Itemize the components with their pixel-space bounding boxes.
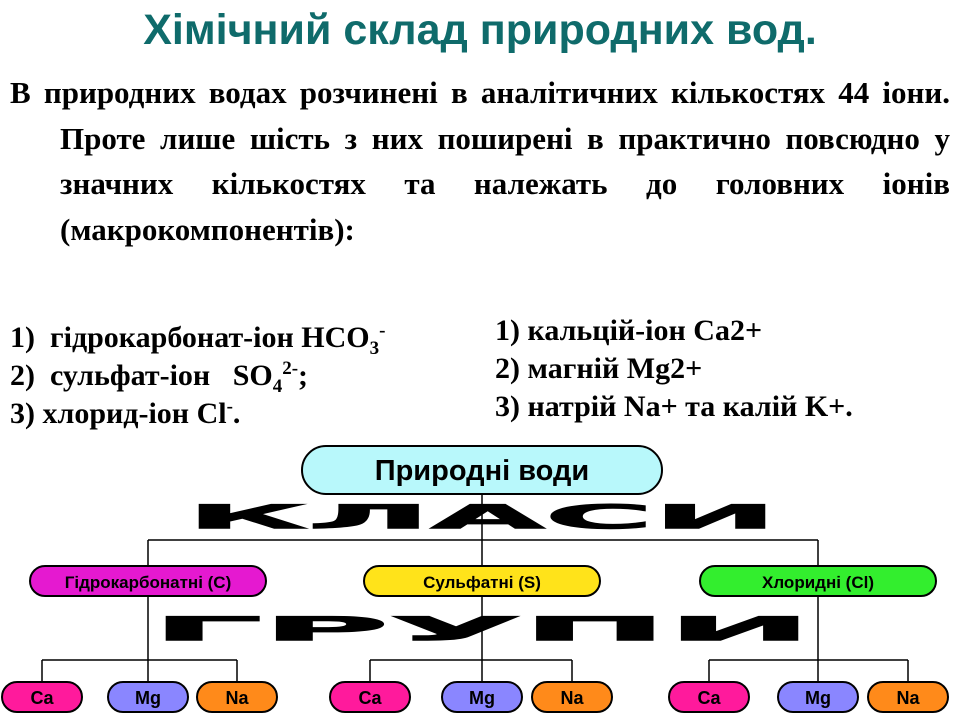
root-node bbox=[301, 445, 663, 495]
intro-paragraph: В природних водах розчинені в аналітични… bbox=[10, 75, 950, 247]
anion-list: 1) гідрокарбонат-іон HCO3- 2) сульфат-іо… bbox=[10, 312, 386, 430]
group-node bbox=[867, 681, 949, 713]
group-node-label: Mg bbox=[135, 688, 161, 708]
class-node bbox=[699, 565, 937, 597]
cation-item: 2) магній Mg2+ bbox=[495, 352, 703, 385]
group-node bbox=[777, 681, 859, 713]
group-node-label: Na bbox=[225, 688, 249, 708]
class-node-label: Сульфатні (S) bbox=[423, 573, 541, 592]
group-node-label: Ca bbox=[30, 688, 54, 708]
root-node-label: Природні води bbox=[375, 455, 589, 487]
group-node-label: Ca bbox=[697, 688, 721, 708]
anion-item: 2) сульфат-іон SO42-; bbox=[10, 358, 309, 397]
group-node bbox=[107, 681, 189, 713]
class-node-label: Гідрокарбонатні (С) bbox=[65, 573, 232, 592]
cation-item: 3) натрій Na+ та калій K+. bbox=[495, 390, 853, 423]
group-node bbox=[441, 681, 523, 713]
class-node bbox=[29, 565, 267, 597]
classes-label: КЛАСИ bbox=[187, 498, 777, 536]
group-node bbox=[531, 681, 613, 713]
group-node-label: Na bbox=[896, 688, 920, 708]
group-node bbox=[1, 681, 83, 713]
group-node-label: Ca bbox=[358, 688, 382, 708]
cation-list: 1) кальцій-іон Ca2+ 2) магній Mg2+ 3) на… bbox=[495, 312, 853, 426]
class-node-label: Хлоридні (Cl) bbox=[762, 573, 874, 592]
cation-item: 1) кальцій-іон Ca2+ bbox=[495, 314, 763, 347]
group-node-label: Na bbox=[560, 688, 584, 708]
group-node bbox=[329, 681, 411, 713]
class-node bbox=[363, 565, 601, 597]
group-node-label: Mg bbox=[805, 688, 831, 708]
anion-item: 1) гідрокарбонат-іон HCO3- bbox=[10, 320, 386, 359]
group-node-label: Mg bbox=[469, 688, 495, 708]
anion-item: 3) хлорид-іон Cl-. bbox=[10, 396, 241, 430]
page-title: Хімічний склад природних вод. bbox=[143, 6, 817, 54]
group-node bbox=[196, 681, 278, 713]
groups-label: ГРУПИ bbox=[152, 610, 812, 648]
tree-connectors bbox=[41, 493, 909, 682]
group-node bbox=[668, 681, 750, 713]
